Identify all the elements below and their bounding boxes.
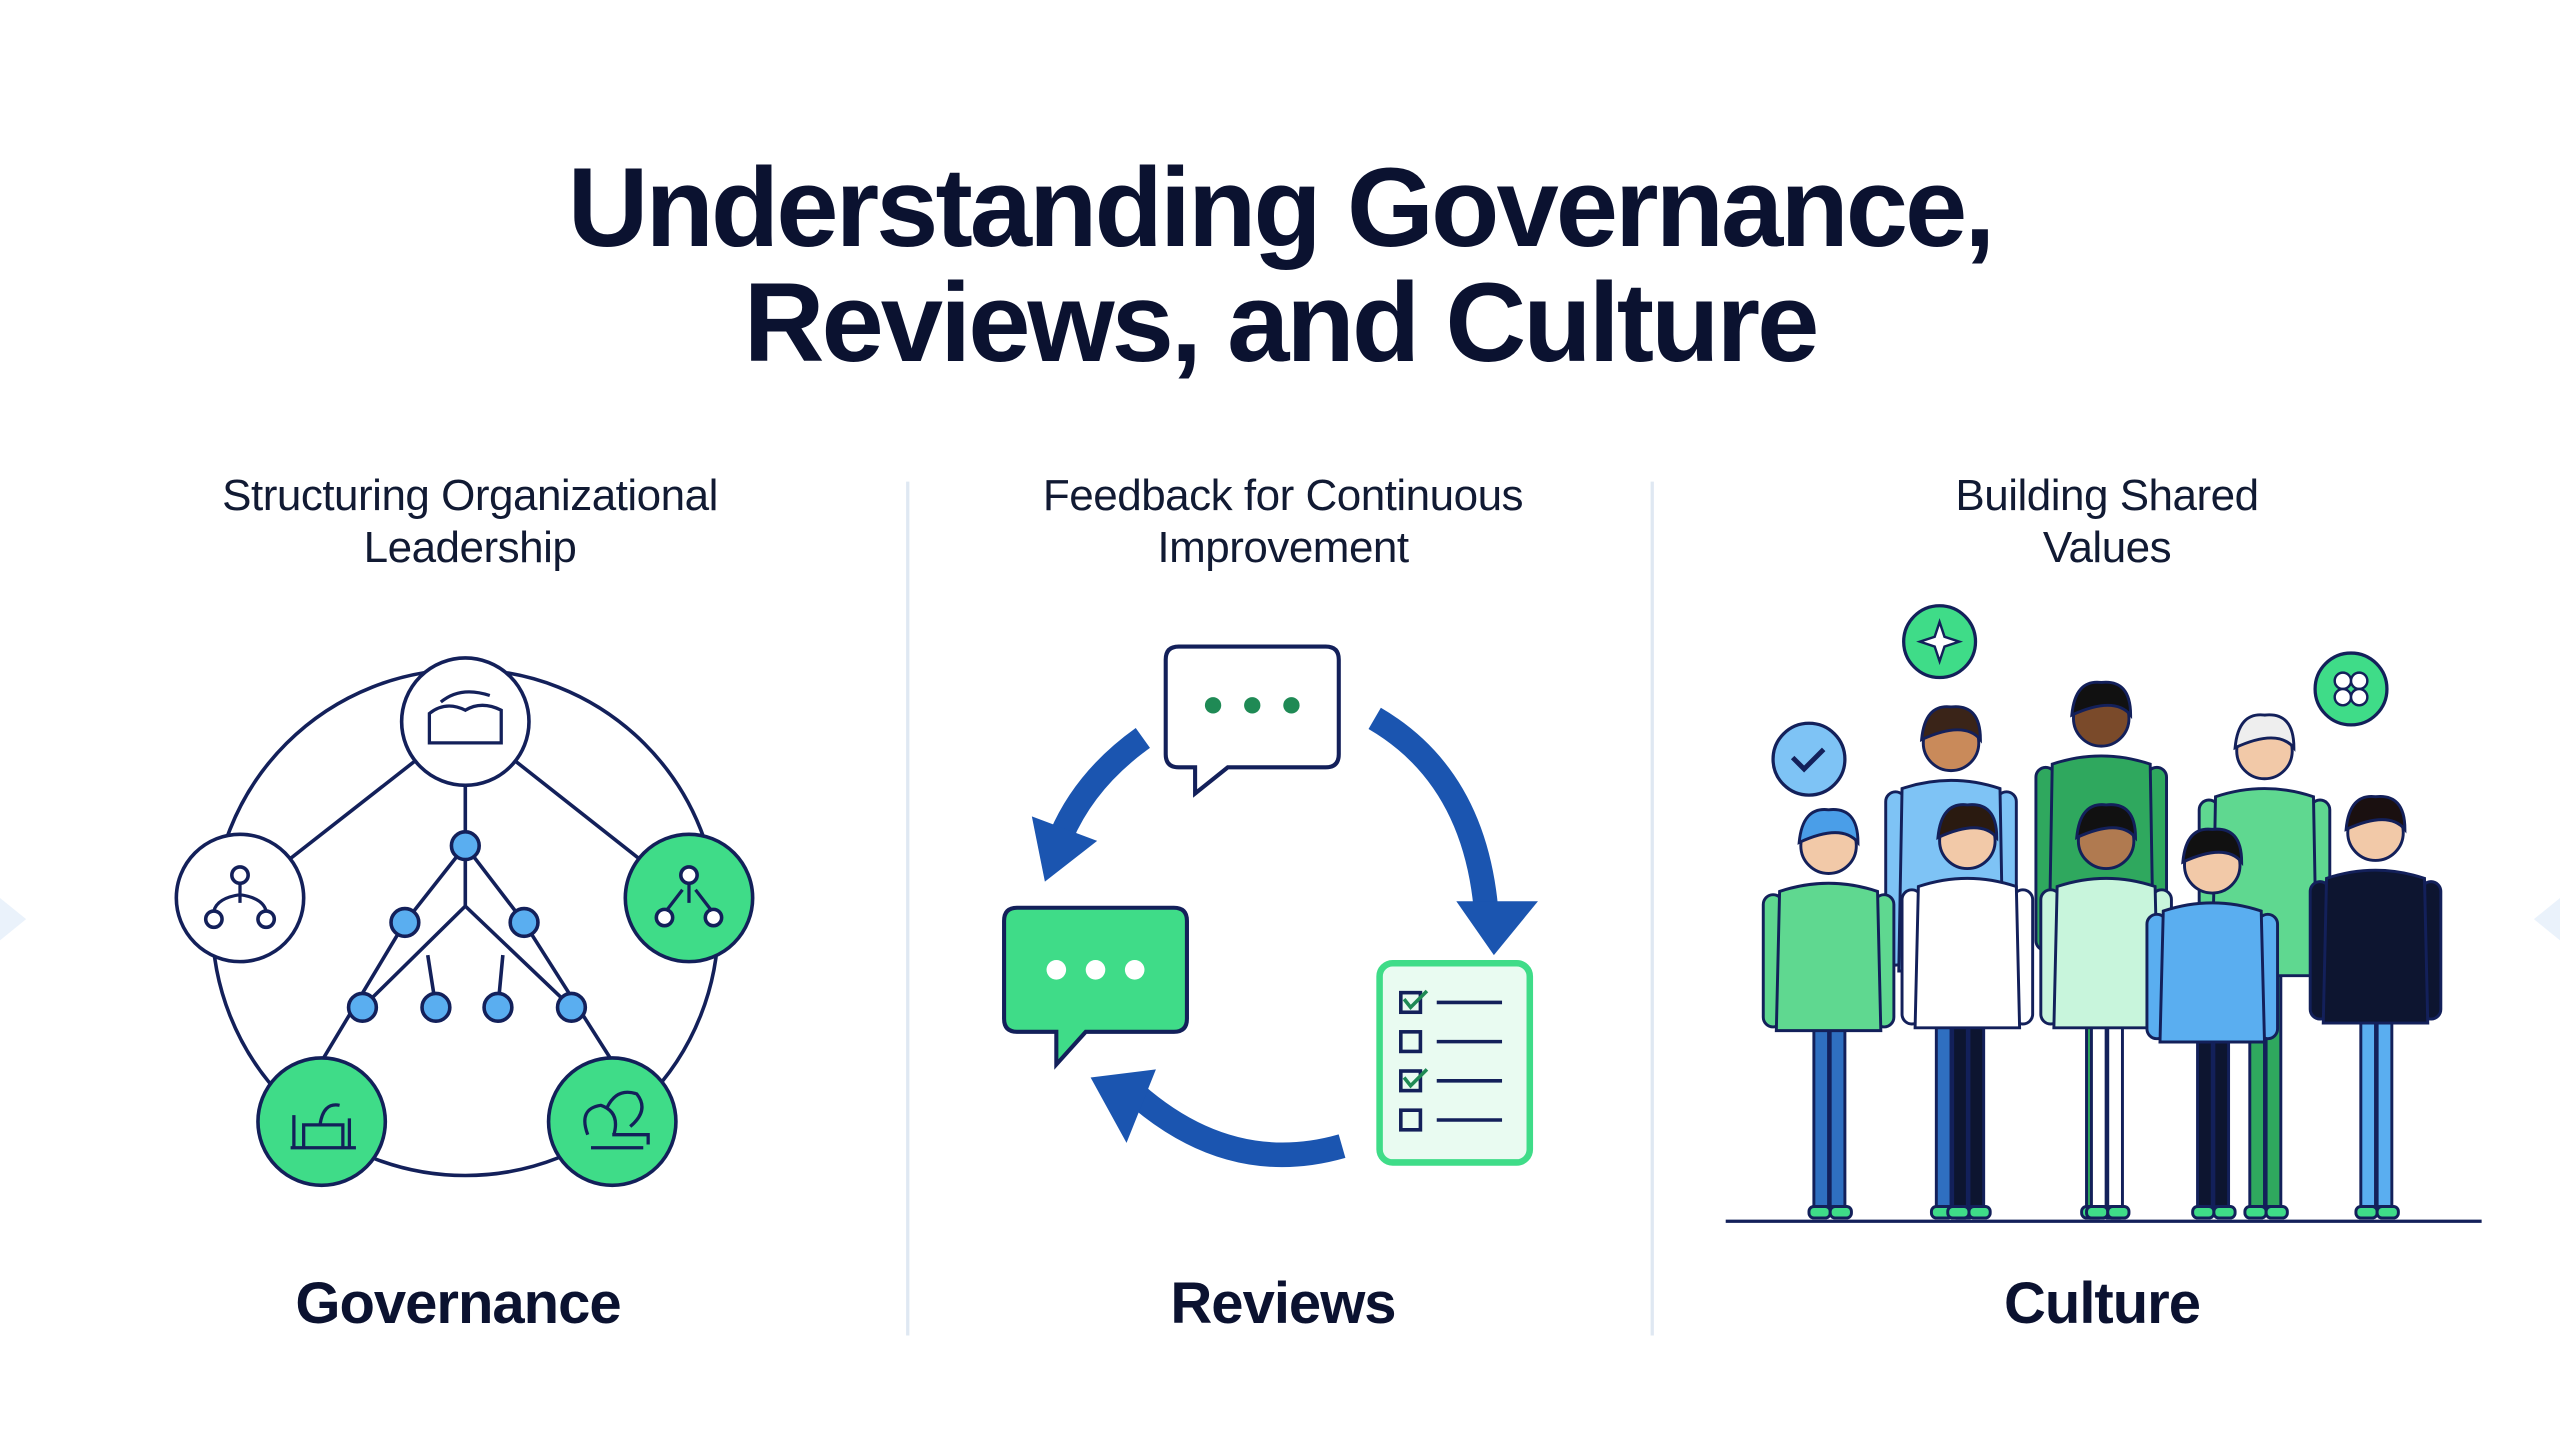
reviews-diagram <box>1002 644 1538 1168</box>
governance-label: Governance <box>295 1271 621 1336</box>
cycle-arrows-icon <box>1049 707 1498 1168</box>
flower-badge-icon <box>2313 651 2389 727</box>
hierarchy-node-icon-left <box>174 832 306 964</box>
star-badge-icon <box>1902 604 1978 680</box>
hierarchy-node-icon-right <box>623 832 755 964</box>
person-figure <box>2308 795 2443 1220</box>
chat-bubble-top-icon <box>1163 644 1341 798</box>
title-line-2: Reviews, and Culture <box>743 260 1820 385</box>
checklist-icon <box>1376 960 1534 1166</box>
desk-node-icon <box>256 1056 388 1188</box>
right-nav-arrow[interactable] <box>2533 897 2560 941</box>
person-figure <box>1761 808 1896 1220</box>
culture-label: Culture <box>2004 1271 2201 1336</box>
person-figure <box>2145 827 2280 1220</box>
title-line-1: Understanding Governance, <box>567 145 1996 270</box>
reviews-label: Reviews <box>1170 1271 1396 1336</box>
governance-diagram <box>174 656 755 1188</box>
chat-bubble-left-icon <box>1002 905 1189 1070</box>
person-figure <box>1900 803 2035 1220</box>
culture-diagram <box>1761 680 2443 1220</box>
left-nav-arrow[interactable] <box>0 897 27 941</box>
building-node-icon <box>399 656 531 788</box>
person-figure <box>2039 803 2173 1220</box>
check-badge-icon <box>1771 721 1847 797</box>
tree-nodes <box>346 830 588 1024</box>
plant-node-icon <box>546 1056 678 1188</box>
page-title: Understanding Governance, Reviews, and C… <box>0 150 2560 380</box>
